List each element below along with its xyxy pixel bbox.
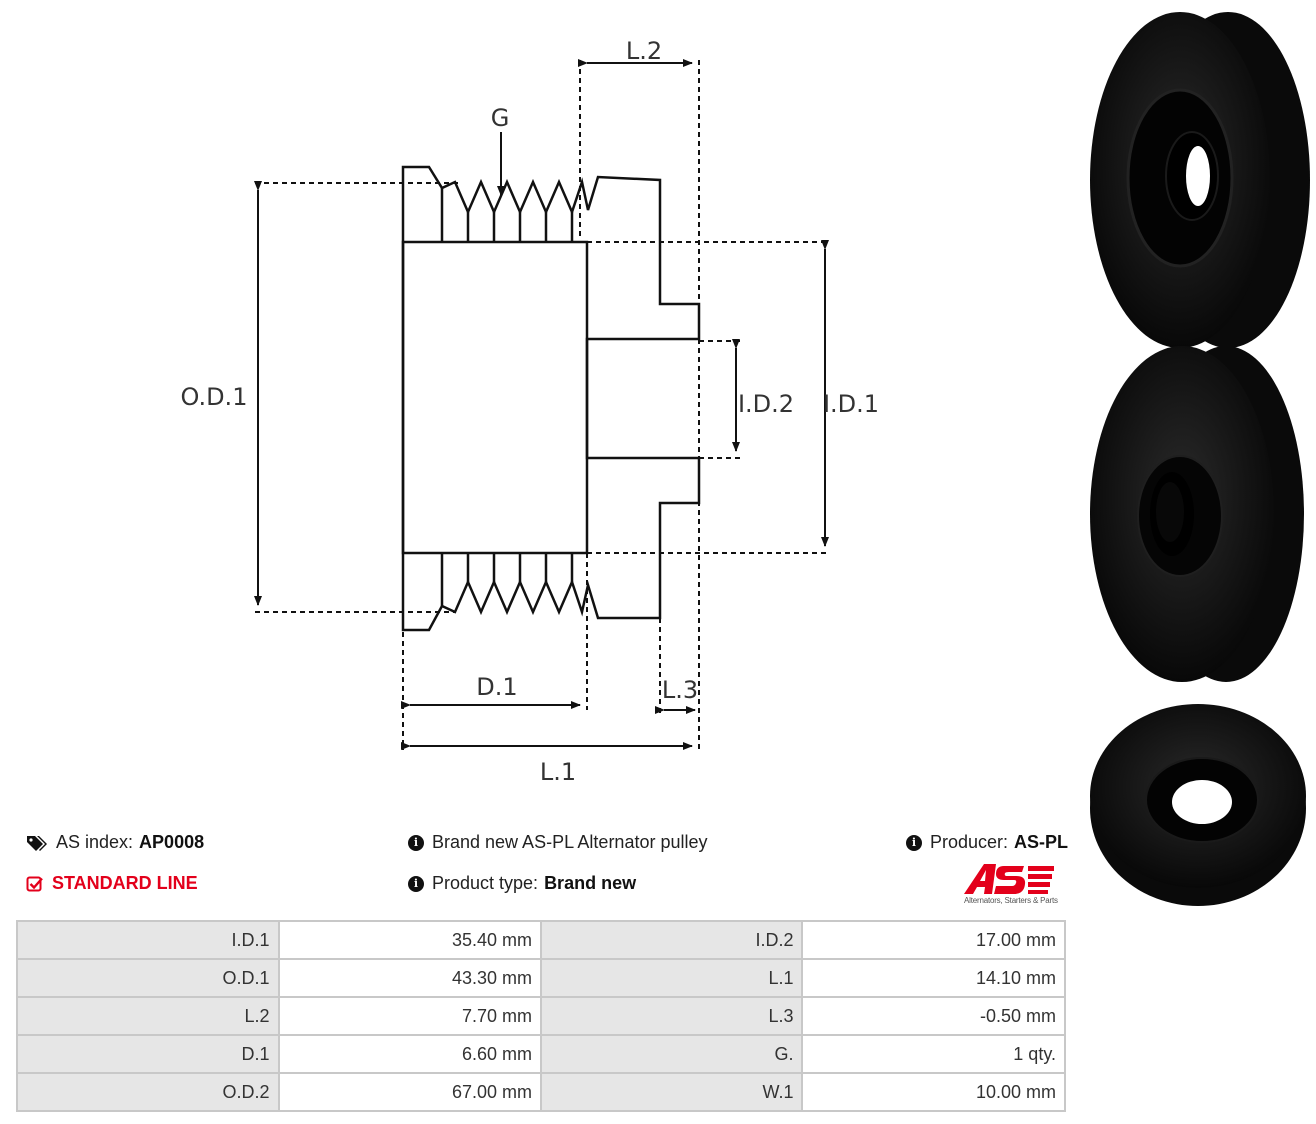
logo-caption: Alternators, Starters & Parts [964,896,1058,905]
spec-key-cell: I.D.2 [539,920,804,960]
label-id2: I.D.2 [738,390,794,418]
label-od1: O.D.1 [181,383,248,411]
groove-lines-bottom [440,553,574,606]
standard-line-label: STANDARD LINE [52,873,198,893]
as-index-info: AS index: AP0008 [26,832,204,853]
label-l2: L.2 [626,37,662,65]
info-icon: i [906,834,922,851]
label-id1: I.D.1 [823,390,879,418]
producer-value: AS-PL [1014,832,1069,852]
bore-outline [401,240,589,555]
label-l1: L.1 [540,758,576,786]
as-pl-logo: Alternators, Starters & Parts [962,862,1070,908]
spec-value-cell: 43.30 mm [277,958,542,998]
tags-icon [26,834,48,852]
product-type-label: Product type: [432,873,539,893]
pulley-photo-angle [1090,12,1310,348]
spec-value-cell: 14.10 mm [801,958,1066,998]
spec-key-cell: L.1 [539,958,804,998]
pulley-photo-front [1090,346,1304,682]
spec-key-cell: O.D.1 [16,958,280,998]
as-logo-mark [964,864,1054,894]
spec-key-cell: I.D.1 [16,920,280,960]
as-index-value: AP0008 [139,832,205,852]
spec-key-cell: W.1 [539,1072,804,1112]
description-info: i Brand new AS-PL Alternator pulley [408,832,708,853]
spec-value-cell: 1 qty. [801,1034,1066,1074]
pulley-photo-tilted [1090,704,1306,906]
spec-value-cell: 6.60 mm [277,1034,542,1074]
checkbox-checked-icon [26,875,44,893]
product-type-value: Brand new [544,873,637,893]
spec-key-cell: O.D.2 [16,1072,280,1112]
product-type-info: i Product type: Brand new [408,873,636,894]
product-description: Brand new AS-PL Alternator pulley [432,832,708,852]
pulley-technical-drawing: G L.2 O.D.1 I.D.2 I.D.1 D.1 L.3 L.1 [181,37,880,786]
label-l3: L.3 [662,676,698,704]
spec-key-cell: L.2 [16,996,280,1036]
spec-value-cell: 35.40 mm [277,920,542,960]
standard-line-info: STANDARD LINE [26,873,198,894]
groove-lines-top [440,188,574,242]
spec-value-cell: 67.00 mm [277,1072,542,1112]
extension-lines [255,60,828,750]
spec-value-cell: 7.70 mm [277,996,542,1036]
label-d1: D.1 [476,673,517,701]
as-index-label: AS index: [56,832,134,852]
spec-key-cell: L.3 [539,996,804,1036]
spec-key-cell: D.1 [16,1034,280,1074]
product-photos [1090,12,1310,906]
spec-value-cell: -0.50 mm [801,996,1066,1036]
info-icon: i [408,834,424,851]
pulley-outline [401,165,701,632]
spec-value-cell: 17.00 mm [801,920,1066,960]
info-icon: i [408,875,424,892]
producer-info: i Producer: AS-PL [906,832,1068,853]
label-g: G [491,104,510,132]
spec-value-cell: 10.00 mm [801,1072,1066,1112]
spec-key-cell: G. [539,1034,804,1074]
producer-label: Producer: [930,832,1009,852]
